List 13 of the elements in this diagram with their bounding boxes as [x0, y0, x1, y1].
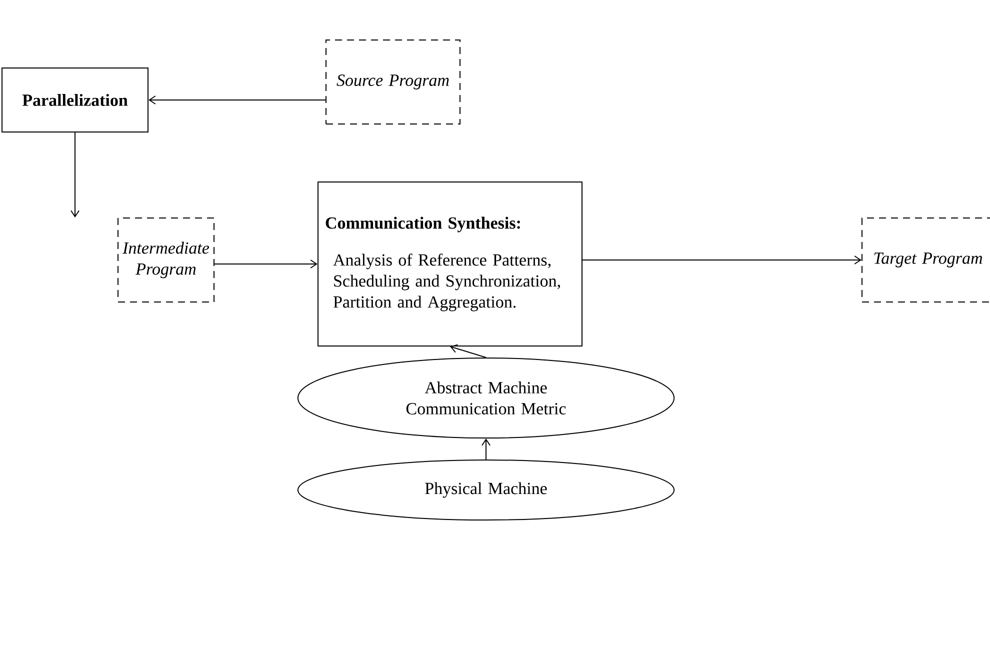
arrow: [214, 260, 318, 268]
arrow: [482, 438, 490, 460]
dashed-box: Intermediate Program: [118, 218, 214, 302]
arrow: [148, 96, 326, 104]
ellipse-node: Physical Machine: [297, 460, 675, 520]
dashed-box: Source Program: [326, 40, 460, 124]
process-box: Parallelization: [2, 68, 148, 132]
arrow: [582, 256, 862, 264]
process-box: Communication Synthesis: Analysis of Reference Patterns, Scheduling and Synchronization, Partition and Aggregation.: [318, 182, 582, 346]
ellipse-node: Abstract Machine Communication Metric: [297, 358, 675, 438]
dashed-box: Target Program: [862, 218, 990, 302]
arrow: [70, 132, 80, 218]
arrow: [450, 344, 486, 358]
